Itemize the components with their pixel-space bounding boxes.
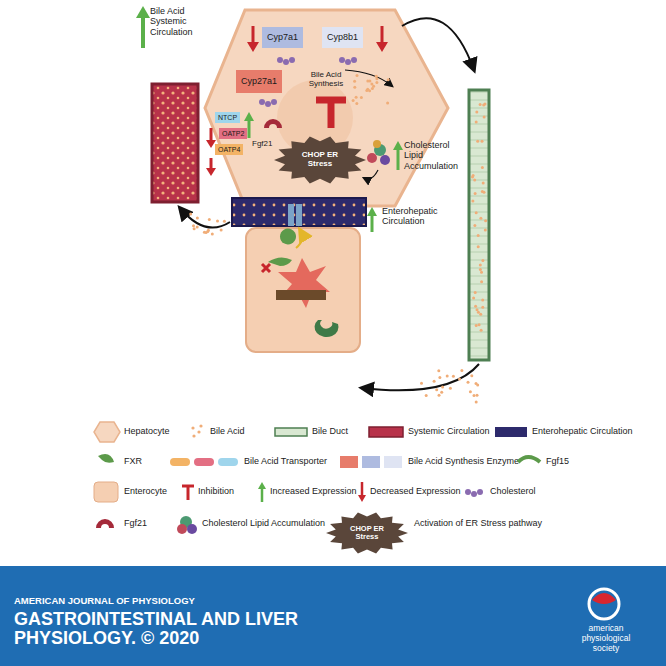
legend-text: Increased Expression [270, 486, 357, 496]
node-text: OATP4 [218, 146, 240, 153]
protein-box: Cyp27a1 [236, 70, 282, 93]
legend-text: Systemic Circulation [408, 426, 490, 436]
legend-text: Fgf15 [546, 456, 569, 466]
legend-swatch [92, 480, 120, 504]
node-text: Cyp8b1 [327, 32, 358, 42]
legend-swatch [92, 450, 120, 474]
legend-swatch [494, 420, 528, 444]
legend-text: Fgf21 [124, 518, 147, 528]
er-stress-star: CHOP ER Stress [326, 512, 408, 554]
diagram-label: Fgf21 [252, 139, 272, 148]
protein-box: OATP4 [215, 144, 243, 155]
legend-swatch [514, 450, 542, 474]
node-text: Cyp27a1 [241, 76, 277, 86]
legend-swatch [168, 450, 240, 474]
diagram-label: Cholesterol Lipid Accumulation [404, 140, 462, 171]
node-text: NTCP [218, 114, 237, 121]
legend-text: Bile Acid Synthesis Enzyme [408, 456, 519, 466]
legend-swatch [274, 420, 308, 444]
legend-text: Inhibition [198, 486, 234, 496]
node-text: Cyp7a1 [267, 32, 298, 42]
legend-text: Cholesterol [490, 486, 536, 496]
node-text: CHOP ER Stress [347, 525, 388, 542]
legend-text: Enterocyte [124, 486, 167, 496]
legend-text: Bile Acid [210, 426, 245, 436]
protein-box: Cyp7a1 [262, 27, 303, 48]
protein-box: Cyp8b1 [322, 27, 363, 48]
legend-swatch [92, 420, 122, 444]
legend-swatch [258, 480, 268, 504]
journal-text: american physiological society [574, 624, 638, 653]
legend-swatch [462, 480, 486, 504]
er-stress-star: CHOP ER Stress [274, 136, 366, 184]
legend-text: Decreased Expression [370, 486, 461, 496]
journal-text: GASTROINTESTINAL AND LIVER PHYSIOLOGY. ©… [14, 610, 344, 648]
legend-text: Bile Acid Transporter [244, 456, 327, 466]
protein-box: NTCP [215, 112, 240, 123]
protein-box: OATP2 [219, 128, 247, 139]
legend-text: Hepatocyte [124, 426, 170, 436]
legend-text: Enterohepatic Circulation [532, 426, 633, 436]
node-text: CHOP ER Stress [297, 151, 343, 169]
diagram-label: Enterohepatic Circulation [382, 206, 456, 227]
legend-swatch [368, 420, 404, 444]
diagram-label: Bile Acid Synthesis [300, 70, 352, 88]
legend-swatch [180, 480, 196, 504]
legend-swatch [176, 512, 198, 536]
journal-text: AMERICAN JOURNAL OF PHYSIOLOGY [14, 596, 195, 607]
node-text: OATP2 [222, 130, 244, 137]
legend-swatch [358, 480, 368, 504]
diagram-label: Bile Acid Systemic Circulation [150, 6, 220, 37]
legend-text: FXR [124, 456, 142, 466]
legend-text: Activation of ER Stress pathway [414, 518, 542, 528]
legend-swatch [188, 420, 206, 444]
legend-swatch [92, 512, 118, 536]
legend-text: Bile Duct [312, 426, 348, 436]
legend-text: Cholesterol Lipid Accumulation [202, 518, 325, 528]
legend-swatch [338, 450, 404, 474]
